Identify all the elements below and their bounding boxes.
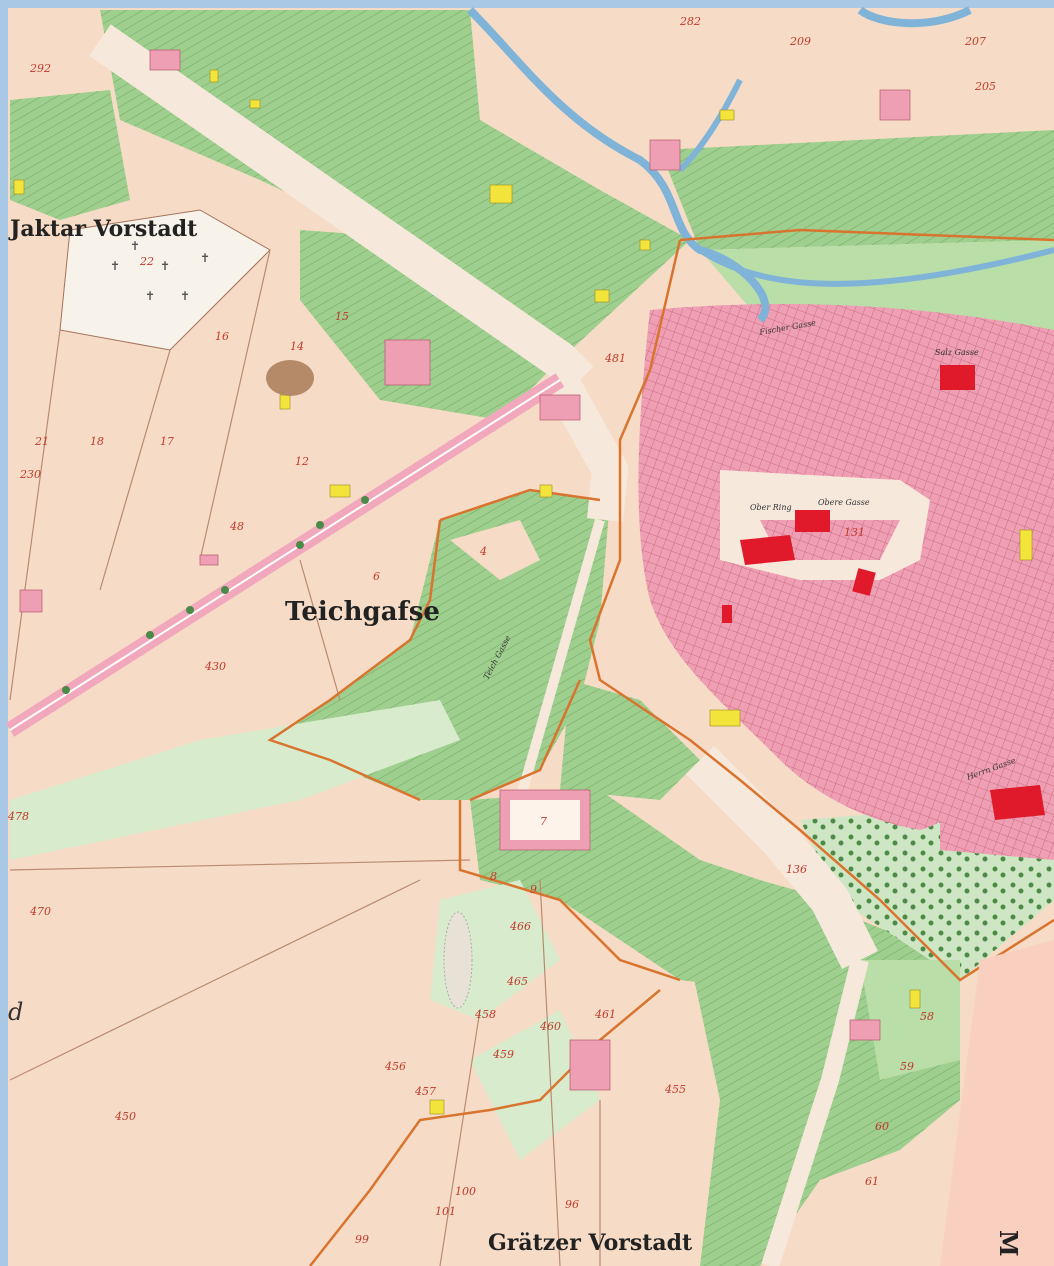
avenue-centerline xyxy=(9,379,561,731)
church-northeast xyxy=(940,365,975,390)
church-main xyxy=(740,535,795,565)
parcel-number: 7 xyxy=(540,815,547,828)
meadow-southeast xyxy=(860,960,960,1080)
property-boundaries xyxy=(267,228,1054,1266)
svg-text:✝: ✝ xyxy=(130,239,140,253)
parcel-number: 60 xyxy=(875,1120,889,1133)
parcel-number: 61 xyxy=(865,1175,879,1188)
sand-pit xyxy=(443,911,473,1009)
parcel-number: 292 xyxy=(29,62,51,75)
river-north xyxy=(467,7,770,323)
chapel-west xyxy=(722,605,732,623)
parcel-number: 230 xyxy=(19,468,41,481)
label-teichgasse: Teichgafse xyxy=(285,597,440,627)
edge-strip xyxy=(940,940,1054,1266)
parcel-number: 459 xyxy=(492,1048,514,1061)
river-top-bend xyxy=(857,6,972,28)
parcel-number: 9 xyxy=(530,883,537,896)
parcel-number: 100 xyxy=(455,1185,476,1198)
parcel-number: 456 xyxy=(384,1060,406,1073)
label-edge-right: M xyxy=(994,1230,1023,1257)
parcel-number-layer: 292 282 209 207 205 14 15 16 18 17 12 21… xyxy=(7,15,996,1246)
svg-text:✝: ✝ xyxy=(200,251,210,265)
garden-north xyxy=(100,10,690,360)
road-teich-lane xyxy=(515,518,605,802)
parcel-number: 457 xyxy=(414,1085,436,1098)
label-graetzer-vorstadt: Grätzer Vorstadt xyxy=(488,1230,693,1256)
parcel-number: 14 xyxy=(290,340,304,353)
parcel-number: 15 xyxy=(335,310,349,323)
parcel-number: 458 xyxy=(474,1008,496,1021)
svg-text:✝: ✝ xyxy=(160,259,170,273)
parcel-number: 207 xyxy=(964,35,986,48)
parcel-number: 96 xyxy=(565,1198,579,1211)
street-label: Obere Gasse xyxy=(818,498,870,507)
parcel-number: 17 xyxy=(160,435,174,448)
street-label: Ober Ring xyxy=(750,503,792,512)
parcel-number: 460 xyxy=(539,1020,561,1033)
parcel-number: 481 xyxy=(604,352,626,365)
garden-northwest xyxy=(10,90,130,220)
garden-northeast xyxy=(660,130,1054,250)
parcel-number: 99 xyxy=(355,1233,369,1246)
garden-south-central xyxy=(560,680,700,800)
parcel-number: 22 xyxy=(139,255,154,268)
meadow-south xyxy=(470,1010,600,1160)
parcel-number: 58 xyxy=(920,1010,934,1023)
parcel-number: 466 xyxy=(509,920,531,933)
label-edge-left: d xyxy=(8,998,23,1026)
road-south xyxy=(685,745,878,969)
field-teich-inner xyxy=(450,520,540,580)
cemetery-area xyxy=(59,209,271,351)
courtyard-south xyxy=(510,800,580,840)
svg-text:✝: ✝ xyxy=(145,289,155,303)
parcel-number: 461 xyxy=(594,1008,616,1021)
parcel-number: 450 xyxy=(114,1110,136,1123)
parcel-number: 8 xyxy=(490,870,497,883)
parcel-number: 478 xyxy=(7,810,29,823)
parcel-number: 6 xyxy=(373,570,380,583)
river-east xyxy=(698,247,1054,287)
parcel-number: 205 xyxy=(974,80,996,93)
garden-central-west xyxy=(300,230,560,420)
parcel-number: 136 xyxy=(786,863,807,876)
parcel-number: 209 xyxy=(789,35,811,48)
meadow-west xyxy=(10,700,460,860)
parcel-number: 470 xyxy=(29,905,51,918)
street-label: Salz Gasse xyxy=(935,348,979,357)
cemetery-crosses: ✝ ✝ ✝ ✝ ✝ ✝ xyxy=(110,239,210,303)
church-square-building xyxy=(795,510,830,532)
parcel-lines xyxy=(9,249,601,1266)
parcel-number: 12 xyxy=(295,455,309,468)
parcel-number: 4 xyxy=(479,545,487,558)
parcel-number: 101 xyxy=(435,1205,456,1218)
parcel-number: 18 xyxy=(90,435,104,448)
parcel-number: 282 xyxy=(679,15,701,28)
church-southeast xyxy=(990,785,1045,820)
parcel-number: 48 xyxy=(229,520,244,533)
church-small xyxy=(852,568,876,596)
road-grätzer xyxy=(761,957,869,1266)
parcel-number: 455 xyxy=(664,1083,686,1096)
svg-text:✝: ✝ xyxy=(110,259,120,273)
label-jaktar-vorstadt: Jaktar Vorstadt xyxy=(8,216,198,242)
parcel-number: 21 xyxy=(34,435,49,448)
parcel-number: 59 xyxy=(900,1060,914,1073)
wood-buildings xyxy=(13,69,1033,1115)
mound xyxy=(266,360,314,396)
parcel-number: 430 xyxy=(204,660,226,673)
stream-north xyxy=(677,78,743,173)
parcel-number: 465 xyxy=(506,975,528,988)
parcel-number: 131 xyxy=(844,526,865,539)
parcel-number: 16 xyxy=(215,330,229,343)
svg-text:✝: ✝ xyxy=(180,289,190,303)
avenue-trees xyxy=(62,496,369,694)
